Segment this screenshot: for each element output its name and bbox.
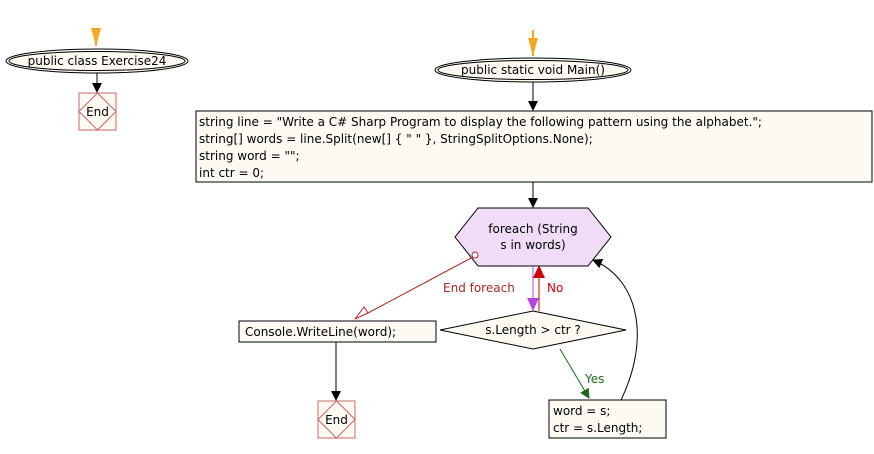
update-line-1: word = s; bbox=[553, 404, 610, 418]
end-foreach-edge-origin bbox=[471, 251, 479, 259]
decision-node-shape bbox=[439, 310, 627, 350]
end-foreach-arrowhead bbox=[354, 306, 369, 320]
loop-line-2: s in words) bbox=[500, 238, 565, 252]
decision-node-label: s.Length > ctr ? bbox=[485, 323, 581, 337]
init-line-4: int ctr = 0; bbox=[199, 166, 264, 180]
class-node-shape-outline bbox=[8, 51, 186, 71]
init-block bbox=[195, 110, 873, 183]
edge-yes bbox=[559, 348, 590, 399]
edge-label-no: No bbox=[547, 281, 563, 295]
edge-loop-back bbox=[592, 258, 638, 401]
output-block bbox=[238, 320, 437, 343]
edge-label-yes: Yes bbox=[584, 372, 604, 386]
edge-end-foreach bbox=[367, 256, 474, 314]
update-block bbox=[548, 399, 667, 439]
loop-to-decision-arrowhead bbox=[527, 298, 539, 311]
main-node-shape-outline bbox=[437, 60, 629, 80]
init-line-1: string line = "Write a C# Sharp Program … bbox=[199, 115, 762, 129]
main-end-node: End bbox=[317, 400, 356, 439]
output-block-label: Console.WriteLine(word); bbox=[245, 325, 396, 339]
update-line-2: ctr = s.Length; bbox=[553, 421, 642, 435]
no-return-arrowhead bbox=[533, 265, 545, 278]
loop-node-shape bbox=[454, 207, 612, 267]
init-line-2: string[] words = line.Split(new[] { " " … bbox=[199, 132, 593, 146]
init-line-3: string word = ""; bbox=[199, 149, 300, 163]
class-node-label: public class Exercise24 bbox=[28, 54, 167, 68]
loop-line-1: foreach (String bbox=[488, 222, 577, 236]
main-node-label: public static void Main() bbox=[461, 63, 605, 77]
edge-label-end-foreach: End foreach bbox=[443, 281, 515, 295]
class-end-label: End bbox=[86, 105, 109, 119]
class-end-node: End bbox=[78, 92, 117, 131]
main-end-label: End bbox=[325, 413, 348, 427]
